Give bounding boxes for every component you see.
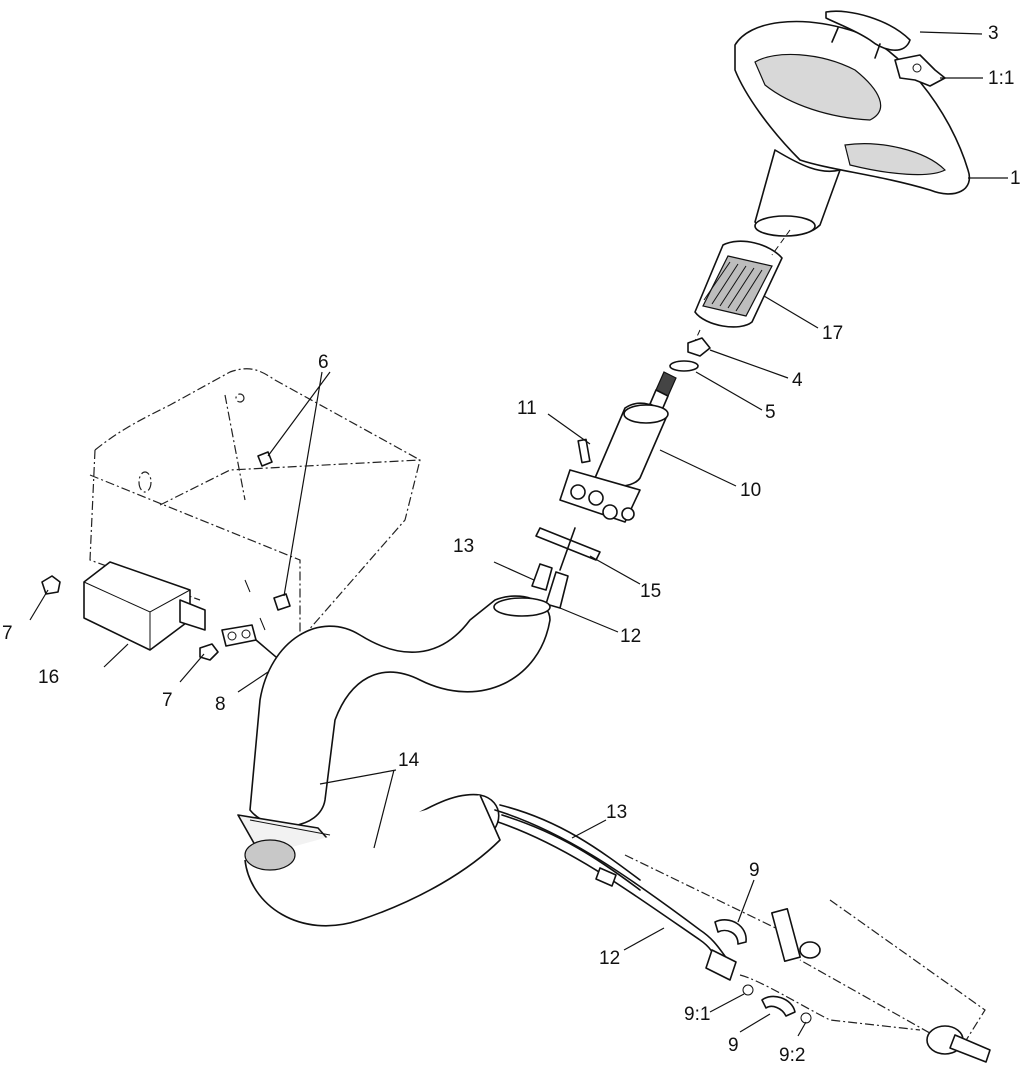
callout-7-right: 7: [162, 690, 173, 711]
elbow-fittings: [714, 919, 812, 1024]
steering-wheel: [734, 20, 971, 237]
callout-9-lower: 9: [728, 1035, 739, 1056]
callout-16: 16: [38, 667, 59, 688]
nuts: [41, 575, 219, 661]
callout-15: 15: [640, 581, 661, 602]
callout-1: 1: [1010, 168, 1021, 189]
column-cover: [694, 240, 783, 328]
horn-clip: [894, 54, 946, 87]
callout-13-lower: 13: [606, 802, 627, 823]
callout-3: 3: [988, 23, 999, 44]
callout-9-2: 9:2: [779, 1045, 805, 1066]
steering-cylinder-phantom: [624, 854, 991, 1063]
callout-1-1: 1:1: [988, 68, 1014, 89]
callout-11: 11: [517, 398, 537, 419]
horn-cap: [825, 10, 911, 59]
callout-4: 4: [792, 370, 803, 391]
bolts: [244, 451, 291, 631]
protective-sleeve: [237, 595, 551, 927]
callout-9-upper: 9: [749, 860, 760, 881]
electronic-module: [83, 561, 206, 651]
hydraulic-fittings: [531, 527, 576, 609]
callout-9-1: 9:1: [684, 1004, 710, 1025]
flange-plate: [535, 527, 601, 561]
callout-12-upper: 12: [620, 626, 641, 647]
callout-8: 8: [215, 694, 226, 715]
washer: [669, 360, 699, 372]
callout-12-lower: 12: [599, 948, 620, 969]
callout-13-upper: 13: [453, 536, 474, 557]
callout-14: 14: [398, 750, 420, 771]
callout-6: 6: [318, 352, 329, 373]
callout-5: 5: [765, 402, 776, 423]
splined-shaft: [649, 371, 677, 411]
callout-17: 17: [822, 323, 843, 344]
callout-10: 10: [740, 480, 761, 501]
callout-labels: 3 1:1 1 17 4 5 10 11 6 13 15 12 7 16 7 8…: [2, 23, 1021, 1066]
nut: [687, 337, 711, 357]
hydraulic-hoses: [494, 804, 737, 981]
steering-control-unit: [559, 402, 669, 523]
callout-7-left: 7: [2, 623, 13, 644]
leader-lines: [29, 31, 1008, 1037]
